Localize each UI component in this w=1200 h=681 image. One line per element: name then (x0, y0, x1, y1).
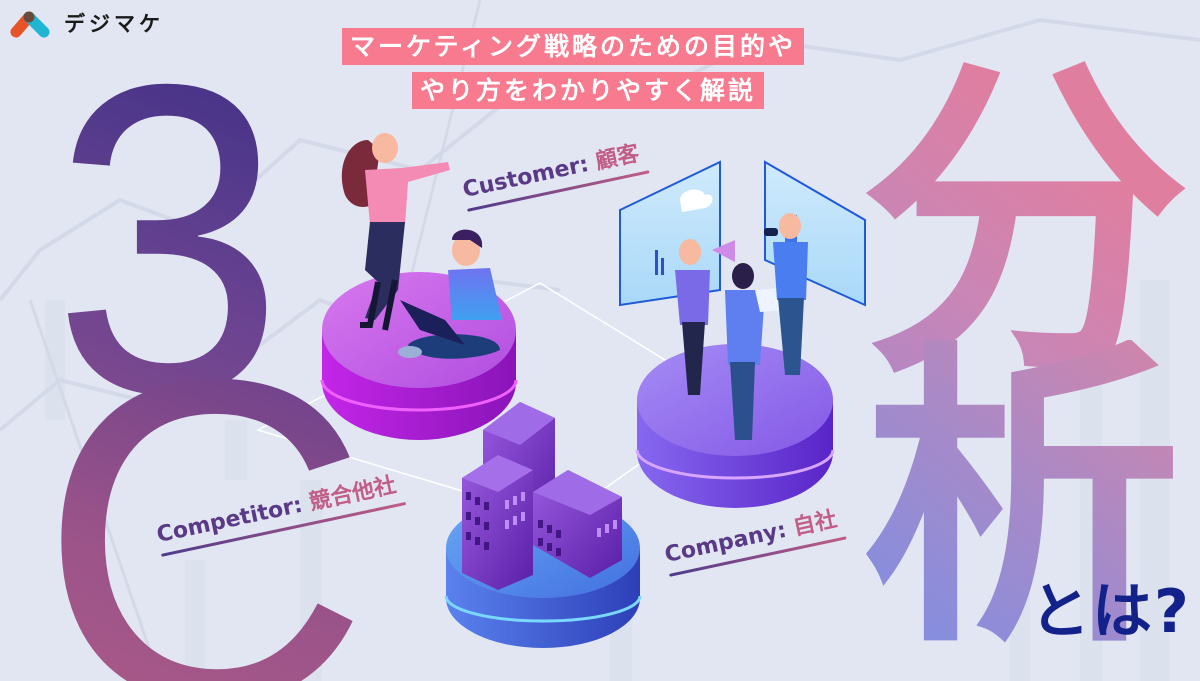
company-podium-illustration (619, 160, 866, 508)
headline-kanji-bun: 分 (860, 33, 1190, 417)
headline-suffix-towa: とは? (1030, 577, 1191, 647)
bg-bar (1080, 350, 1102, 681)
bg-bar (225, 420, 247, 480)
headline-digit-3: 3 (52, 0, 285, 485)
competitor-podium-illustration (444, 402, 642, 648)
brand-logo[interactable]: デジマケ (8, 6, 164, 40)
bg-bar (300, 480, 322, 681)
brand-name: デジマケ (64, 12, 164, 36)
subtitle-ribbon-line1: マーケティング戦略のための目的や (342, 28, 805, 65)
digimake-logo-icon (8, 6, 54, 40)
headline-letter-c: C (38, 312, 370, 681)
bg-bar (185, 560, 205, 681)
subtitle-ribbon-line2: やり方をわかりやすく解説 (412, 72, 765, 109)
bg-bar (1140, 280, 1170, 681)
bg-bar (1010, 590, 1030, 681)
customer-podium-illustration (320, 133, 518, 440)
headline-kanji-seki: 析 (862, 314, 1182, 681)
